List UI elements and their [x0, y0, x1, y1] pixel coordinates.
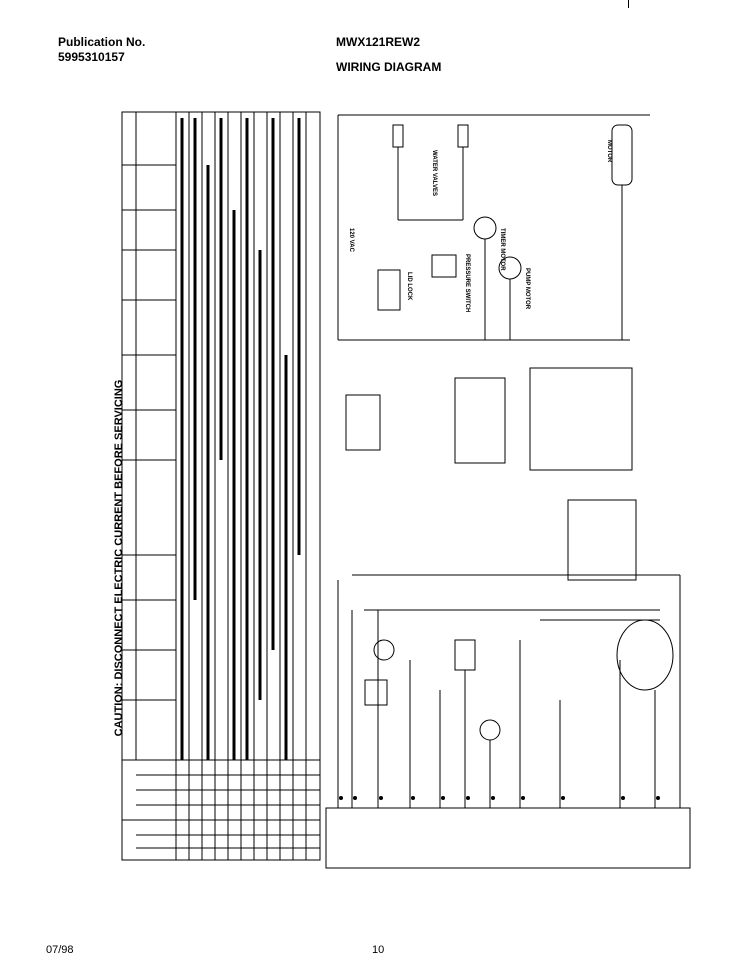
water-valve-2 — [457, 124, 469, 148]
pressure-switch-box — [431, 254, 457, 278]
label-vac: 120 VAC — [348, 228, 354, 253]
label-pump-motor: PUMP MOTOR — [524, 268, 530, 310]
timer-chart-columns — [175, 112, 307, 860]
color-code-legend — [529, 367, 633, 471]
main-motor — [616, 619, 674, 691]
motor-box — [611, 124, 633, 186]
relay-box — [454, 639, 476, 671]
label-timer-motor: TIMER MOTOR — [499, 228, 505, 271]
timer-bars — [180, 118, 301, 760]
legend-area — [345, 367, 637, 581]
footer-date: 07/98 — [46, 944, 74, 956]
page-number: 10 — [372, 944, 385, 956]
label-pressure-switch: PRESSURE SWITCH — [464, 254, 470, 312]
timer-chart-dividers — [122, 164, 176, 701]
lower-schematic — [325, 574, 691, 869]
label-water-valves: WATER VALVES — [431, 150, 437, 196]
upper-schematic — [337, 114, 650, 341]
water-valve-1 — [392, 124, 404, 148]
terminal-grid — [136, 774, 320, 849]
terminal-dots — [339, 796, 660, 800]
publication-number: 5995310157 — [58, 50, 125, 64]
model-number: MWX121REW2 — [336, 35, 421, 49]
label-lid-lock: LID LOCK — [406, 272, 412, 301]
timer-chart-frame — [121, 111, 321, 861]
capacitor-box — [345, 394, 381, 451]
crop-mark — [628, 0, 629, 8]
lid-lock-box — [377, 269, 401, 311]
terminal-block — [325, 807, 691, 869]
label-motor: MOTOR — [606, 140, 612, 163]
lid-switch-lower — [364, 679, 388, 706]
pump-motor-lower — [479, 719, 501, 741]
timer-motor-icon — [473, 216, 497, 240]
publication-label: Publication No. — [58, 35, 146, 49]
timer-motor-lower — [373, 639, 395, 661]
plug-legend — [567, 499, 637, 581]
diagram-title: WIRING DIAGRAM — [336, 60, 442, 74]
connector-diagram — [454, 377, 506, 464]
